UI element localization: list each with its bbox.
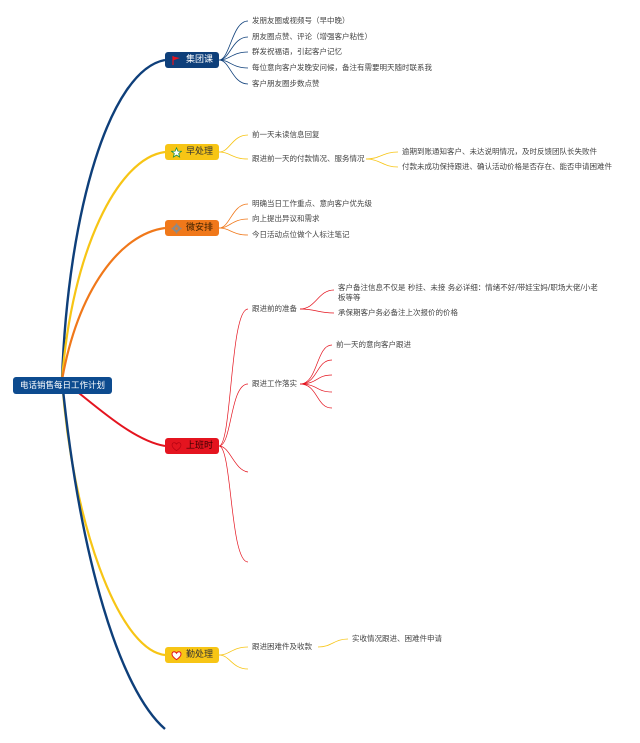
connector-root-to-weianpai (60, 226, 166, 381)
leaf-jituanke-3: 群发祝福语，引起客户记忆 (252, 47, 342, 56)
leaf-zaochuli-2: 跟进前一天的付款情况、服务情况 (252, 154, 365, 163)
leaf-jituanke-5: 客户朋友圈步数点赞 (252, 79, 320, 88)
leaf-shangbanshi-1-1: 客户备注信息不仅是 秒挂、未接 务必详细：情绪不好/带娃宝妈/职场大佬/小老板等… (338, 283, 598, 302)
root-node[interactable]: 电话销售每日工作计划 (13, 377, 112, 394)
root-label: 电话销售每日工作计划 (19, 380, 105, 391)
leaf-weianpai-3: 今日活动点位做个人标注笔记 (252, 230, 350, 239)
leaf-jituanke-1: 发朋友圈或视频号（早中晚） (252, 16, 350, 25)
leaf-shangbanshi-1: 跟进前的准备 (252, 304, 297, 313)
branch-label: 上班时 (186, 441, 214, 451)
branch-shangbanshi[interactable]: 上班时 (165, 438, 219, 454)
branch-jituanke[interactable]: 集团课 (165, 52, 219, 68)
leaf-zaochuli-2-2: 付款未成功保持跟进、确认活动价格是否存在、能否申请困难件 (402, 162, 612, 171)
branch-label: 勤处理 (186, 650, 214, 660)
branch-label: 微安排 (186, 223, 214, 233)
connector-root-to-jituanke (60, 58, 166, 381)
leaf-shangbanshi-1-2: 承保期客户务必备注上次报价的价格 (338, 308, 458, 317)
leaf-weianpai-1: 明确当日工作重点、意向客户优先级 (252, 199, 372, 208)
heart-icon (171, 441, 182, 452)
gear-icon (171, 223, 182, 234)
leaf-qinchuli-1: 跟进困难件及收款 (252, 642, 312, 651)
branch-zaochuli[interactable]: 早处理 (165, 144, 219, 160)
flag-icon (171, 55, 182, 66)
star-icon (171, 146, 182, 158)
connector-root-to-zaochuli (60, 150, 166, 381)
leaf-jituanke-2: 朋友圈点赞、评论（增强客户粘性） (252, 32, 372, 41)
leaf-shangbanshi-2-1: 前一天的意向客户跟进 (336, 340, 411, 349)
connector-root-to-extra (60, 379, 166, 730)
heart-icon (171, 650, 182, 661)
branch-qinchuli[interactable]: 勤处理 (165, 647, 219, 663)
leaf-shangbanshi-2: 跟进工作落实 (252, 379, 297, 388)
branch-label: 早处理 (186, 147, 214, 157)
leaf-jituanke-4: 每位意向客户发晚安问候，备注有需要明天随时联系我 (252, 63, 432, 72)
branch-label: 集团课 (186, 55, 214, 65)
leaf-qinchuli-1-1: 实收情况跟进、困难件申请 (352, 634, 442, 643)
leaf-zaochuli-1: 前一天未读信息回复 (252, 130, 320, 139)
branch-weianpai[interactable]: 微安排 (165, 220, 219, 236)
leaf-zaochuli-2-1: 逾期到账通知客户、未达说明情况，及时反馈团队长失败件 (402, 147, 597, 156)
leaf-weianpai-2: 向上提出异议和需求 (252, 214, 320, 223)
